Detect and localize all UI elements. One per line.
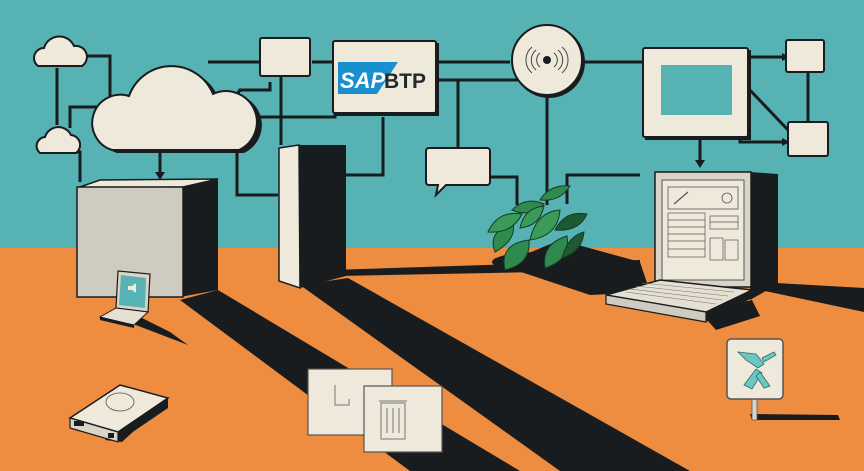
small-box-right-bottom (787, 121, 829, 157)
globe-icon (721, 192, 733, 204)
chat-bubble (425, 147, 491, 199)
sap-logo-text: SAP (340, 68, 386, 93)
storage-cube (76, 178, 219, 298)
btp-label: BTP (384, 70, 426, 93)
keyboard-keys (625, 282, 735, 305)
external-drive (68, 384, 170, 443)
tools-sign (726, 338, 784, 421)
document-card-trash (363, 385, 443, 453)
small-box-right-top (785, 39, 825, 73)
sap-btp-box: SAP BTP (332, 40, 439, 116)
desktop-computer (605, 171, 778, 323)
sap-logo-shape (338, 62, 398, 94)
cloud-small-bottom (35, 126, 82, 154)
plant (487, 185, 588, 272)
cloud-large (91, 65, 262, 153)
broadcast-icon (543, 56, 551, 64)
pipe-icon (334, 385, 350, 406)
monitor-frame-box (642, 47, 751, 140)
trash-icon (379, 400, 407, 440)
tall-pillar (278, 144, 346, 290)
connector-lines (55, 54, 810, 205)
cloud-small-top (33, 35, 88, 67)
crossed-tools-icon (736, 351, 777, 390)
speaker-icon (128, 283, 136, 293)
server-box-top (259, 37, 311, 77)
broadcast-node (511, 24, 585, 98)
laptop-small (98, 270, 151, 328)
tool-icon (673, 191, 689, 205)
screen-header-panel (667, 186, 739, 210)
